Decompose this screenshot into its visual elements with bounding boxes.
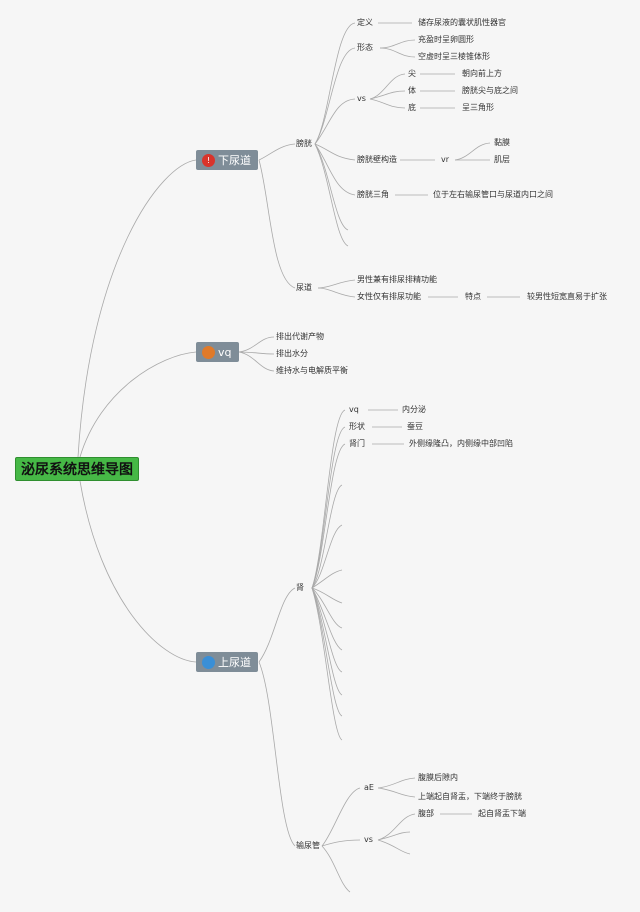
node-fundus-text[interactable]: 呈三角形 <box>462 103 494 112</box>
circle-badge-icon <box>202 345 215 359</box>
root-label: 泌尿系统思维导图 <box>21 462 133 478</box>
branch-label: 上尿道 <box>218 656 251 669</box>
node-kidney[interactable]: 肾 <box>296 583 304 592</box>
node-ae-text-2[interactable]: 上端起自肾盂，下端终于膀胱 <box>418 792 522 801</box>
node-bladder[interactable]: 膀胱 <box>296 139 312 148</box>
node-shape-empty[interactable]: 空虚时呈三棱锥体形 <box>418 52 490 61</box>
node-hilum-text[interactable]: 外侧缘隆凸，内侧缘中部凹陷 <box>409 439 513 448</box>
node-kidney-vq[interactable]: vq <box>349 405 359 414</box>
node-trigone[interactable]: 膀胱三角 <box>357 190 389 199</box>
root-node[interactable]: 泌尿系统思维导图 <box>15 457 139 481</box>
node-trigone-text[interactable]: 位于左右输尿管口与尿道内口之间 <box>433 190 553 199</box>
priority-badge-icon: ! <box>202 153 215 167</box>
node-female[interactable]: 女性仅有排尿功能 <box>357 292 421 301</box>
branch-lower-urinary-tract[interactable]: ! 下尿道 <box>196 150 258 170</box>
node-bladder-wall[interactable]: 膀胱壁构造 <box>357 155 397 164</box>
node-urethra[interactable]: 尿道 <box>296 283 312 292</box>
root-to-lower <box>77 159 197 458</box>
node-hilum[interactable]: 肾门 <box>349 439 365 448</box>
node-vr[interactable]: vr <box>441 155 450 164</box>
branch-label: 下尿道 <box>218 154 251 167</box>
node-vq-item-1[interactable]: 排出代谢产物 <box>276 332 324 341</box>
node-ureter-vs[interactable]: vs <box>364 835 373 844</box>
branch-vq[interactable]: vq <box>196 342 239 362</box>
node-kidney-shape[interactable]: 形状 <box>349 422 365 431</box>
node-fundus[interactable]: 底 <box>408 103 416 112</box>
node-body[interactable]: 体 <box>408 86 416 95</box>
node-apex[interactable]: 尖 <box>408 69 416 78</box>
node-ae-text-1[interactable]: 腹膜后隙内 <box>418 773 458 782</box>
node-vs[interactable]: vs <box>357 94 366 103</box>
circle-badge-icon <box>202 655 215 669</box>
node-mucosa[interactable]: 黏膜 <box>494 138 510 147</box>
node-kidney-vq-text[interactable]: 内分泌 <box>402 405 426 414</box>
node-muscle[interactable]: 肌层 <box>494 155 510 164</box>
node-vq-item-2[interactable]: 排出水分 <box>276 349 308 358</box>
node-abdominal[interactable]: 腹部 <box>418 809 434 818</box>
node-feature[interactable]: 特点 <box>465 292 481 301</box>
node-vq-item-3[interactable]: 维持水与电解质平衡 <box>276 366 348 375</box>
node-shape[interactable]: 形态 <box>357 43 373 52</box>
node-feature-text[interactable]: 较男性短宽直易于扩张 <box>527 292 607 301</box>
branch-upper-urinary-tract[interactable]: 上尿道 <box>196 652 258 672</box>
node-ae[interactable]: aE <box>364 783 374 792</box>
node-definition[interactable]: 定义 <box>357 18 373 27</box>
node-ureter[interactable]: 输尿管 <box>296 841 320 850</box>
node-male[interactable]: 男性兼有排尿排精功能 <box>357 275 437 284</box>
node-kidney-shape-text[interactable]: 蚕豆 <box>407 422 423 431</box>
node-abdominal-text[interactable]: 起自肾盂下端 <box>478 809 526 818</box>
node-definition-text[interactable]: 储存尿液的囊状肌性器官 <box>418 18 506 27</box>
node-apex-text[interactable]: 朝向前上方 <box>462 69 502 78</box>
root-to-vq <box>79 351 197 458</box>
branch-label: vq <box>218 345 232 359</box>
root-to-upper <box>79 480 197 663</box>
node-shape-full[interactable]: 充盈时呈卵圆形 <box>418 35 474 44</box>
node-body-text[interactable]: 膀胱尖与底之间 <box>462 86 518 95</box>
